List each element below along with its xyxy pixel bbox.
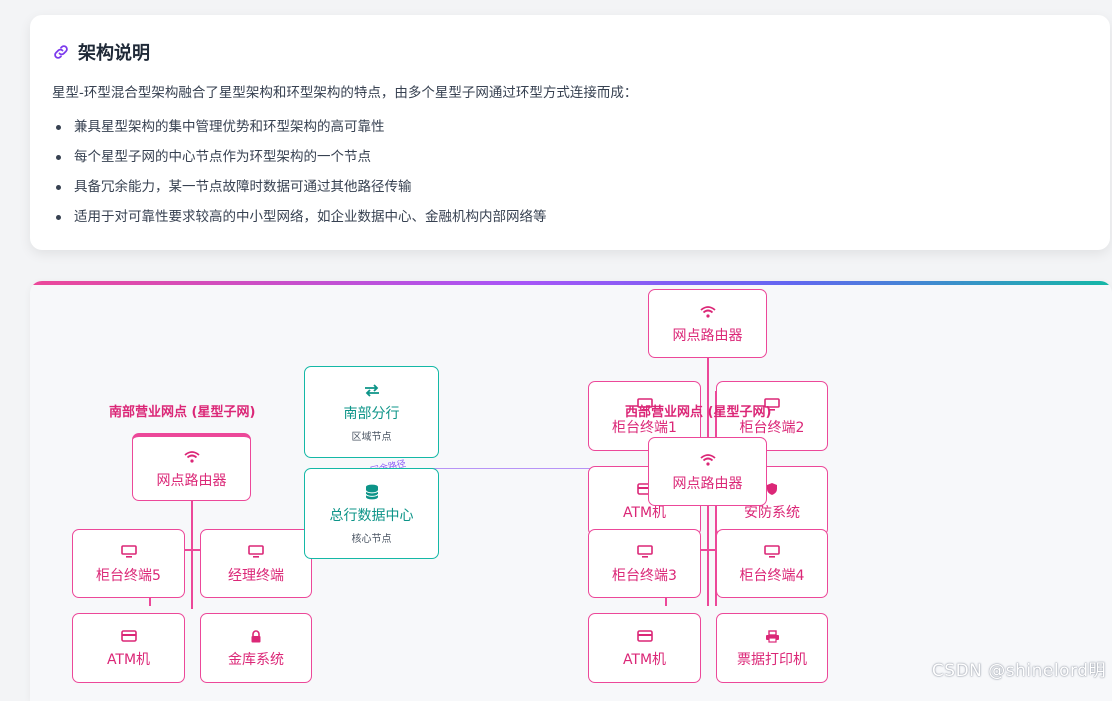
- credit-card-icon: [120, 630, 137, 642]
- west-counter-terminal-3-node[interactable]: 柜台终端3: [588, 529, 701, 598]
- csdn-watermark: CSDN @shinelord明: [931, 661, 1106, 681]
- south-branch-node[interactable]: 南部分行 区域节点: [304, 366, 439, 458]
- west-branch-line: [665, 549, 751, 551]
- west-counter-terminal-4-node[interactable]: 柜台终端4: [716, 529, 828, 598]
- architecture-info-card: 架构说明 星型-环型混合型架构融合了星型架构和环型架构的特点，由多个星型子网通过…: [30, 15, 1110, 250]
- node-label: 柜台终端4: [739, 567, 805, 584]
- monitor-icon: [636, 545, 653, 558]
- card-title: 架构说明: [52, 39, 150, 65]
- list-item: 具备冗余能力，某一节点故障时数据可通过其他路径传输: [52, 177, 547, 207]
- node-label: 南部分行: [343, 406, 400, 422]
- node-label: 柜台终端5: [96, 567, 161, 584]
- node-label: 金库系统: [228, 652, 284, 668]
- node-label: 网点路由器: [156, 472, 227, 489]
- wifi-icon: [699, 305, 716, 318]
- list-item: 兼具星型架构的集中管理优势和环型架构的高可靠性: [52, 117, 547, 147]
- hq-datacenter-node[interactable]: 总行数据中心 核心节点: [304, 468, 439, 559]
- gradient-accent-bar: [30, 281, 1112, 285]
- wifi-icon: [699, 453, 716, 466]
- link-icon: [54, 45, 68, 59]
- monitor-icon: [120, 545, 137, 558]
- monitor-icon: [636, 397, 653, 411]
- shield-icon: [767, 483, 777, 495]
- card-intro: 星型-环型混合型架构融合了星型架构和环型架构的特点，由多个星型子网通过环型方式连…: [52, 85, 638, 101]
- south-manager-terminal-node[interactable]: 经理终端: [200, 529, 312, 598]
- wifi-icon: [183, 450, 200, 463]
- credit-card-icon: [636, 630, 653, 642]
- node-label: 经理终端: [228, 567, 284, 584]
- south-atm-node[interactable]: ATM机: [72, 613, 185, 683]
- west-ticket-printer-node[interactable]: 票据打印机: [716, 613, 828, 683]
- node-label: ATM机: [622, 505, 667, 521]
- west-subnet-label: 西部营业网点 (星型子网): [625, 405, 772, 420]
- monitor-icon: [248, 545, 264, 558]
- node-label: 柜台终端3: [612, 567, 677, 584]
- south-trunk-line: [191, 501, 193, 609]
- monitor-icon: [764, 545, 780, 558]
- south-counter-terminal-node[interactable]: 柜台终端5: [72, 529, 185, 598]
- topology-diagram: 南部营业网点 (星型子网) 网点路由器 柜台终端5 经理终端 ATM机 金库系统…: [30, 281, 1112, 701]
- monitor-icon: [764, 397, 780, 411]
- list-item: 每个星型子网的中心节点作为环型架构的一个节点: [52, 147, 547, 177]
- node-label: ATM机: [106, 652, 151, 668]
- node-label: 网点路由器: [672, 475, 743, 492]
- node-label: 总行数据中心: [329, 507, 414, 524]
- node-label: 柜台终端2: [739, 420, 805, 436]
- west-router-node[interactable]: 网点路由器: [648, 437, 767, 506]
- west-atm-2-node[interactable]: ATM机: [588, 613, 701, 683]
- node-label: 安防系统: [744, 505, 800, 521]
- west-counter-terminal-1-node[interactable]: 柜台终端1: [588, 381, 701, 451]
- exchange-arrows-icon: [364, 383, 379, 397]
- south-branch-line: [149, 549, 235, 551]
- west-top-router-node[interactable]: 网点路由器: [648, 289, 767, 358]
- lock-icon: [251, 629, 261, 642]
- redundant-path-line: [392, 468, 650, 469]
- south-subnet-label: 南部营业网点 (星型子网): [109, 405, 256, 420]
- node-label: ATM机: [622, 652, 667, 668]
- south-vault-node[interactable]: 金库系统: [200, 613, 312, 683]
- card-title-text: 架构说明: [78, 43, 150, 64]
- database-icon: [365, 484, 378, 499]
- node-label: 柜台终端1: [612, 420, 677, 436]
- node-label: 票据打印机: [737, 652, 807, 668]
- node-sublabel: 核心节点: [351, 533, 392, 545]
- south-router-node[interactable]: 网点路由器: [132, 433, 251, 501]
- feature-list: 兼具星型架构的集中管理优势和环型架构的高可靠性 每个星型子网的中心节点作为环型架…: [52, 117, 547, 237]
- node-sublabel: 区域节点: [351, 432, 392, 443]
- list-item: 适用于对可靠性要求较高的中小型网络，如企业数据中心、金融机构内部网络等: [52, 207, 547, 237]
- printer-icon: [765, 629, 779, 643]
- node-label: 网点路由器: [672, 327, 743, 344]
